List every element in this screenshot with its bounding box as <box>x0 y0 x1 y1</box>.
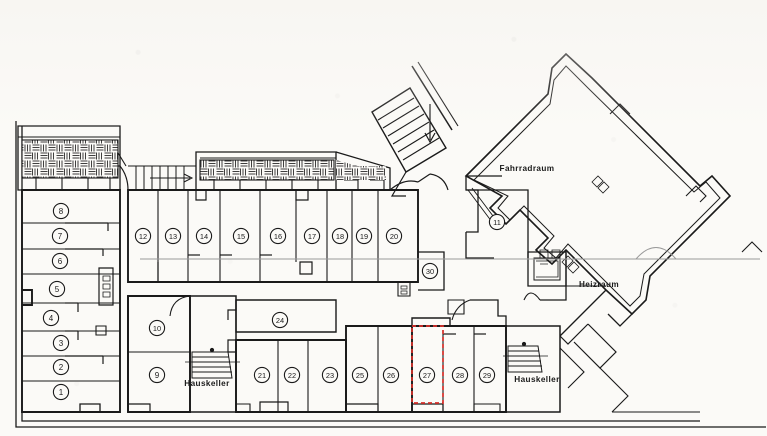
unit-number-3[interactable]: 3 <box>52 334 70 352</box>
unit-number-18[interactable]: 18 <box>331 227 349 245</box>
unit-number-26[interactable]: 26 <box>382 366 400 384</box>
unit-number-23[interactable]: 23 <box>321 366 339 384</box>
unit-number-16[interactable]: 16 <box>269 227 287 245</box>
unit-number-text: 25 <box>356 371 364 380</box>
unit-number-4[interactable]: 4 <box>42 309 60 327</box>
unit-number-27[interactable]: 27 <box>418 366 436 384</box>
unit-number-text: 30 <box>426 267 434 276</box>
unit-number-21[interactable]: 21 <box>253 366 271 384</box>
unit-number-12[interactable]: 12 <box>134 227 152 245</box>
unit-number-5[interactable]: 5 <box>48 280 66 298</box>
unit-number-text: 21 <box>258 371 266 380</box>
unit-number-13[interactable]: 13 <box>164 227 182 245</box>
unit-number-2[interactable]: 2 <box>52 358 70 376</box>
unit-number-text: 3 <box>59 339 64 348</box>
unit-number-text: 5 <box>55 285 60 294</box>
unit-number-text: 8 <box>59 207 64 216</box>
unit-number-text: 18 <box>336 232 344 241</box>
unit-number-text: 13 <box>169 232 177 241</box>
unit-number-25[interactable]: 25 <box>351 366 369 384</box>
unit-number-text: 7 <box>58 232 63 241</box>
unit-number-text: 9 <box>155 371 160 380</box>
highlighted-unit-27[interactable] <box>411 325 444 404</box>
section-cut-line <box>140 247 760 260</box>
unit-number-text: 10 <box>153 324 161 333</box>
unit-number-text: 24 <box>276 316 284 325</box>
unit-number-1[interactable]: 1 <box>52 383 70 401</box>
unit-number-20[interactable]: 20 <box>385 227 403 245</box>
room-label-heizraum: Heizraum <box>579 280 619 289</box>
unit-number-10[interactable]: 10 <box>148 319 166 337</box>
room-label-hauskeller: Hauskeller <box>184 379 230 388</box>
diagonal-ramp <box>371 87 447 173</box>
unit-number-text: 11 <box>493 218 501 227</box>
unit-number-text: 15 <box>237 232 245 241</box>
unit-number-19[interactable]: 19 <box>355 227 373 245</box>
unit-number-24[interactable]: 24 <box>271 311 289 329</box>
unit-number-17[interactable]: 17 <box>303 227 321 245</box>
unit-number-text: 16 <box>274 232 282 241</box>
unit-number-30[interactable]: 30 <box>421 262 439 280</box>
unit-number-text: 19 <box>360 232 368 241</box>
unit-number-22[interactable]: 22 <box>283 366 301 384</box>
unit-number-text: 23 <box>326 371 334 380</box>
staircase-left <box>185 347 240 379</box>
unit-number-text: 26 <box>387 371 395 380</box>
unit-number-text: 2 <box>59 363 64 372</box>
room-label-hauskeller: Hauskeller <box>514 375 560 384</box>
unit-number-text: 12 <box>139 232 147 241</box>
unit-number-text: 6 <box>58 257 63 266</box>
unit-number-text: 14 <box>200 232 208 241</box>
unit-number-text: 4 <box>49 314 54 323</box>
unit-number-29[interactable]: 29 <box>478 366 496 384</box>
unit-number-text: 17 <box>308 232 316 241</box>
unit-number-28[interactable]: 28 <box>451 366 469 384</box>
unit-number-8[interactable]: 8 <box>52 202 70 220</box>
staircase-right <box>503 341 548 373</box>
room-label-fahrradraum: Fahrradraum <box>500 164 555 173</box>
unit-number-text: 20 <box>390 232 398 241</box>
unit-number-14[interactable]: 14 <box>195 227 213 245</box>
unit-number-6[interactable]: 6 <box>51 252 69 270</box>
unit-number-15[interactable]: 15 <box>232 227 250 245</box>
unit-number-text: 27 <box>423 371 431 380</box>
unit-number-7[interactable]: 7 <box>51 227 69 245</box>
stair-direction-arrow-left-icon <box>150 173 194 183</box>
unit-number-11[interactable]: 11 <box>488 213 506 231</box>
unit-number-text: 28 <box>456 371 464 380</box>
unit-number-text: 1 <box>59 388 64 397</box>
unit-number-text: 29 <box>483 371 491 380</box>
unit-number-9[interactable]: 9 <box>148 366 166 384</box>
unit-number-text: 22 <box>288 371 296 380</box>
